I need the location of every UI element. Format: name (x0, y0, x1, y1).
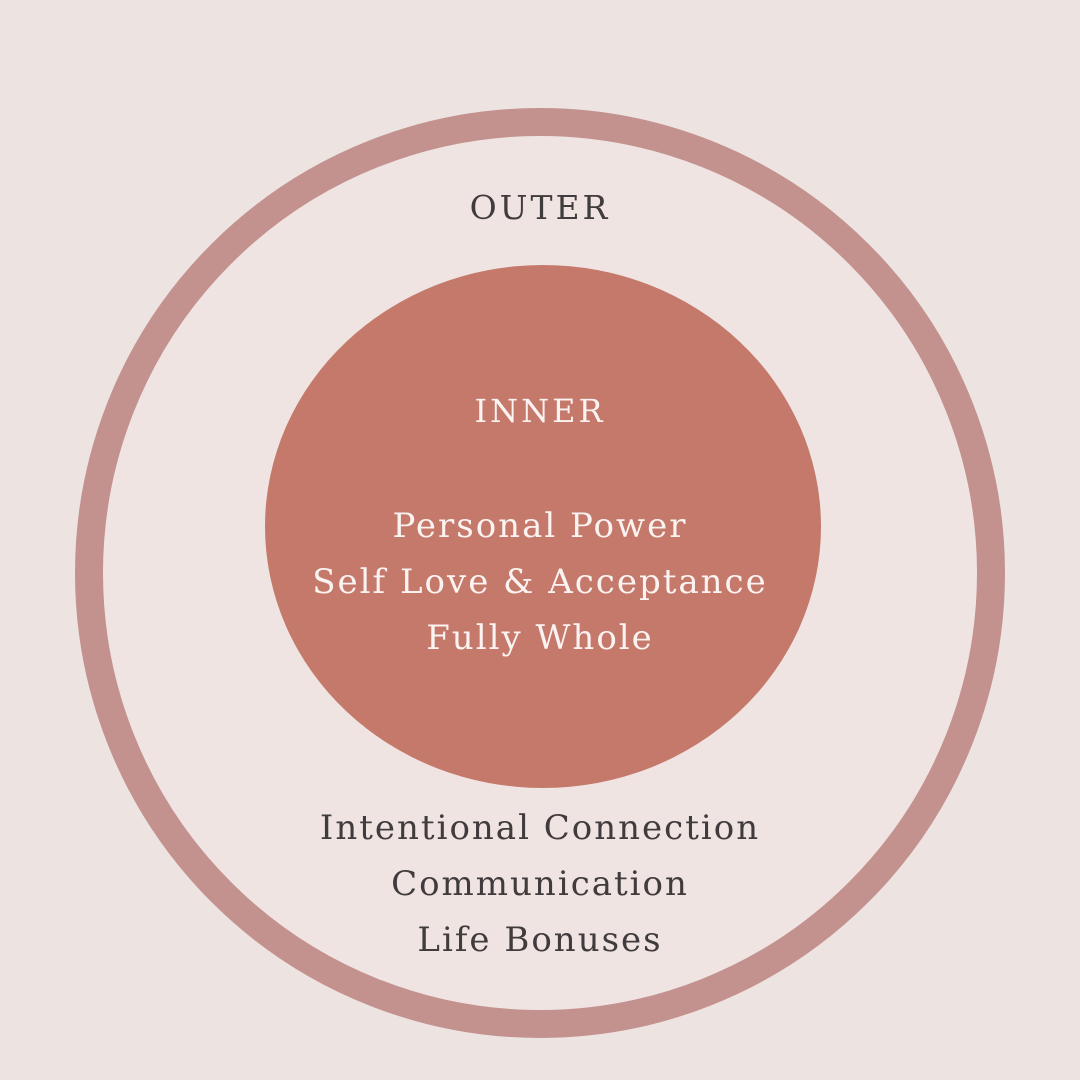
outer-item: Communication (391, 864, 689, 904)
inner-item-list: Personal Power Self Love & Acceptance Fu… (0, 503, 1080, 671)
outer-item-list: Intentional Connection Communication Lif… (0, 805, 1080, 973)
inner-item: Self Love & Acceptance (312, 562, 768, 602)
inner-item: Personal Power (392, 506, 688, 546)
outer-item: Intentional Connection (319, 808, 761, 848)
inner-circle-title: INNER (474, 392, 606, 430)
outer-item: Life Bonuses (417, 920, 663, 960)
outer-circle-title: OUTER (469, 188, 611, 227)
inner-circle (265, 265, 821, 788)
inner-item: Fully Whole (426, 618, 654, 658)
